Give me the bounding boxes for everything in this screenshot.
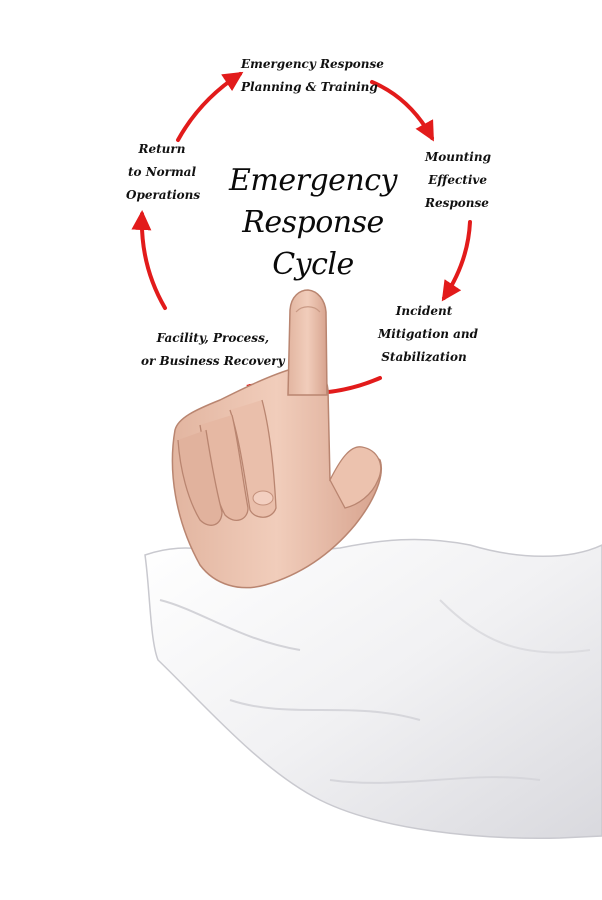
step-recovery: Facility, Process, or Business Recovery [141, 327, 285, 373]
step-mounting: Mounting Effective Response [425, 146, 491, 215]
pointing-hand-illustration [144, 289, 602, 839]
step-mounting-line-2: Effective [428, 173, 487, 187]
title-line-2: Response [242, 205, 384, 240]
step-mounting-line-3: Response [425, 196, 489, 210]
index-finger [287, 289, 328, 396]
arrow-recovery-to-return [131, 210, 167, 310]
title-line-1: Emergency [229, 163, 397, 198]
diagram-title: Emergency Response Cycle [213, 160, 413, 286]
step-return: Return to Normal Operations [126, 138, 201, 207]
step-return-line-3: Operations [126, 188, 201, 202]
step-planning: Emergency Response Planning & Training [241, 53, 384, 99]
step-mounting-line-1: Mounting [425, 150, 491, 164]
thumb [329, 446, 382, 509]
arrow-return-to-planning [176, 71, 244, 142]
step-planning-line-2: Planning & Training [241, 80, 378, 94]
shirt-sleeve [144, 538, 602, 839]
arrow-planning-to-mounting [370, 80, 434, 142]
step-incident: Incident Mitigation and Stabilization [378, 300, 479, 369]
step-recovery-line-2: or Business Recovery [141, 354, 285, 368]
step-incident-line-1: Incident [395, 304, 453, 318]
arrow-mounting-to-incident [441, 220, 472, 302]
step-recovery-line-1: Facility, Process, [156, 331, 269, 345]
step-incident-line-2: Mitigation and [378, 327, 479, 341]
title-line-3: Cycle [272, 247, 354, 282]
step-return-line-2: to Normal [127, 165, 197, 179]
step-incident-line-3: Stabilization [381, 350, 467, 364]
step-planning-line-1: Emergency Response [241, 57, 384, 71]
step-return-line-1: Return [138, 142, 186, 156]
